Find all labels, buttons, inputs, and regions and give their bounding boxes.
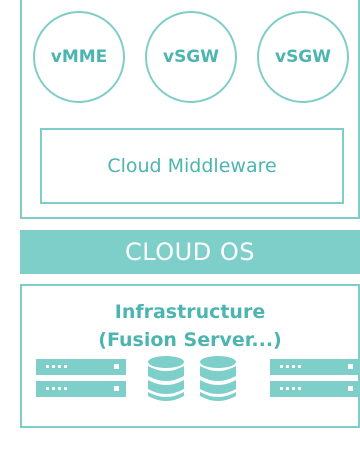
server-icon bbox=[270, 359, 360, 397]
vnf-vsgw: vSGW bbox=[257, 11, 349, 103]
vnf-label: vMME bbox=[50, 47, 108, 67]
virtual-functions-layer: vMME vSGW vSGW Cloud Middleware bbox=[20, 0, 360, 219]
vnf-vsgw: vSGW bbox=[145, 11, 237, 103]
vnf-label: vSGW bbox=[274, 47, 332, 67]
cloud-os-bar: CLOUD OS bbox=[20, 230, 360, 274]
infrastructure-layer: Infrastructure (Fusion Server...) bbox=[20, 284, 360, 428]
vnf-label: vSGW bbox=[162, 47, 220, 67]
vnf-row: vMME vSGW vSGW bbox=[22, 0, 358, 120]
database-icon bbox=[148, 356, 184, 401]
cloud-os-label: CLOUD OS bbox=[125, 238, 255, 266]
cloud-middleware-label: Cloud Middleware bbox=[107, 155, 277, 177]
database-icon bbox=[200, 356, 236, 401]
hardware-row bbox=[22, 356, 360, 406]
infrastructure-title-line2: (Fusion Server...) bbox=[98, 329, 282, 351]
infrastructure-title-line1: Infrastructure bbox=[114, 301, 266, 323]
server-icon bbox=[36, 359, 126, 397]
vnf-vmme: vMME bbox=[33, 11, 125, 103]
cloud-middleware-box: Cloud Middleware bbox=[40, 128, 344, 204]
infrastructure-title: Infrastructure (Fusion Server...) bbox=[22, 298, 358, 354]
